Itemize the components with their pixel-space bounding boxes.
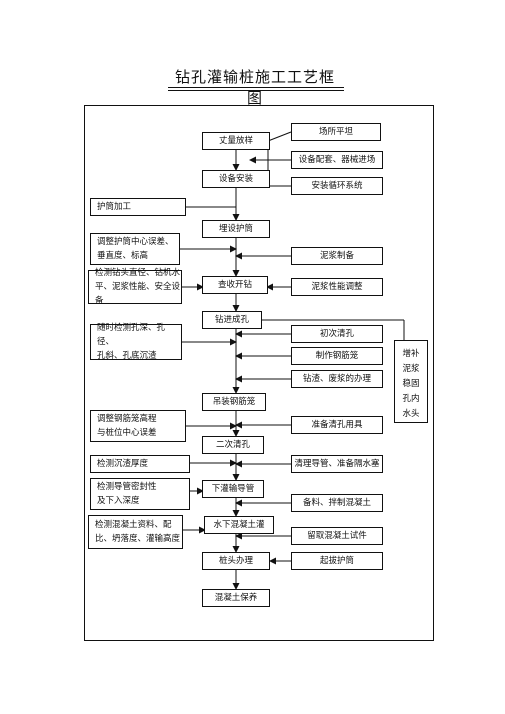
right-pipe-plug: 清理导管、准备隔水塞 (291, 455, 383, 473)
right-slag-handle: 钻渣、废浆的办理 (291, 370, 383, 388)
left-cage-adjust: 调整钢筋笼高程 与桩位中心误差 (90, 410, 186, 442)
step-lower-pipe: 下灌输导管 (202, 480, 264, 498)
right-site-level: 场所平坦 (291, 123, 381, 141)
step-casing-bury: 埋设护筒 (202, 220, 270, 238)
title-underline-2 (168, 90, 344, 91)
left-casing-make: 护筒加工 (90, 198, 186, 216)
left-concrete-check: 检测混凝土资料、配 比、坍落度、灌输高度 (88, 515, 183, 549)
right-mud-adjust: 泥浆性能调整 (291, 278, 383, 296)
step-survey: 丈量放样 (202, 132, 270, 150)
page-title: 钻孔灌输桩施工工艺框图 (174, 68, 335, 107)
title-underline (168, 87, 344, 88)
step-inspect-drill: 查收开钻 (202, 276, 268, 294)
right-mud-make: 泥浆制备 (291, 247, 383, 265)
step-second-clean: 二次清孔 (202, 436, 264, 454)
diagram-frame (84, 105, 434, 641)
right-first-clean: 初次清孔 (291, 325, 383, 343)
right-equip-entry: 设备配套、器械进场 (291, 151, 383, 169)
right-clean-tools: 准备清孔用具 (291, 416, 383, 434)
step-lift-cage: 吊装钢筋笼 (202, 393, 266, 411)
step-pile-head: 桩头办理 (202, 552, 270, 570)
left-sediment: 检测沉渣厚度 (90, 455, 190, 473)
left-check-bit: 检测钻头直径、钻机水 平、泥浆性能、安全设备 (88, 268, 182, 306)
right-samples: 留取混凝土试件 (291, 527, 383, 545)
left-pipe-seal: 检测导管密封性 及下入深度 (90, 478, 190, 510)
side-note-box: 增补 泥浆 稳固 孔内 水头 (394, 340, 428, 423)
right-circulation: 安装循环系统 (291, 177, 383, 195)
right-mix-concrete: 备料、拌制混凝土 (291, 494, 383, 512)
step-equipment-install: 设备安装 (202, 170, 270, 188)
left-casing-adjust: 调整护筒中心误差、 垂直度、标高 (90, 233, 180, 265)
step-drilling: 钻进成孔 (202, 311, 262, 329)
right-cage-make: 制作钢筋笼 (291, 347, 383, 365)
left-check-hole: 随时检测孔深、孔径、 孔斜、孔底沉渣 (90, 323, 182, 361)
right-pull-casing: 起拔护筒 (291, 552, 383, 570)
step-curing: 混凝土保养 (202, 589, 270, 607)
step-pour-concrete: 水下混凝土灌 (204, 516, 274, 534)
